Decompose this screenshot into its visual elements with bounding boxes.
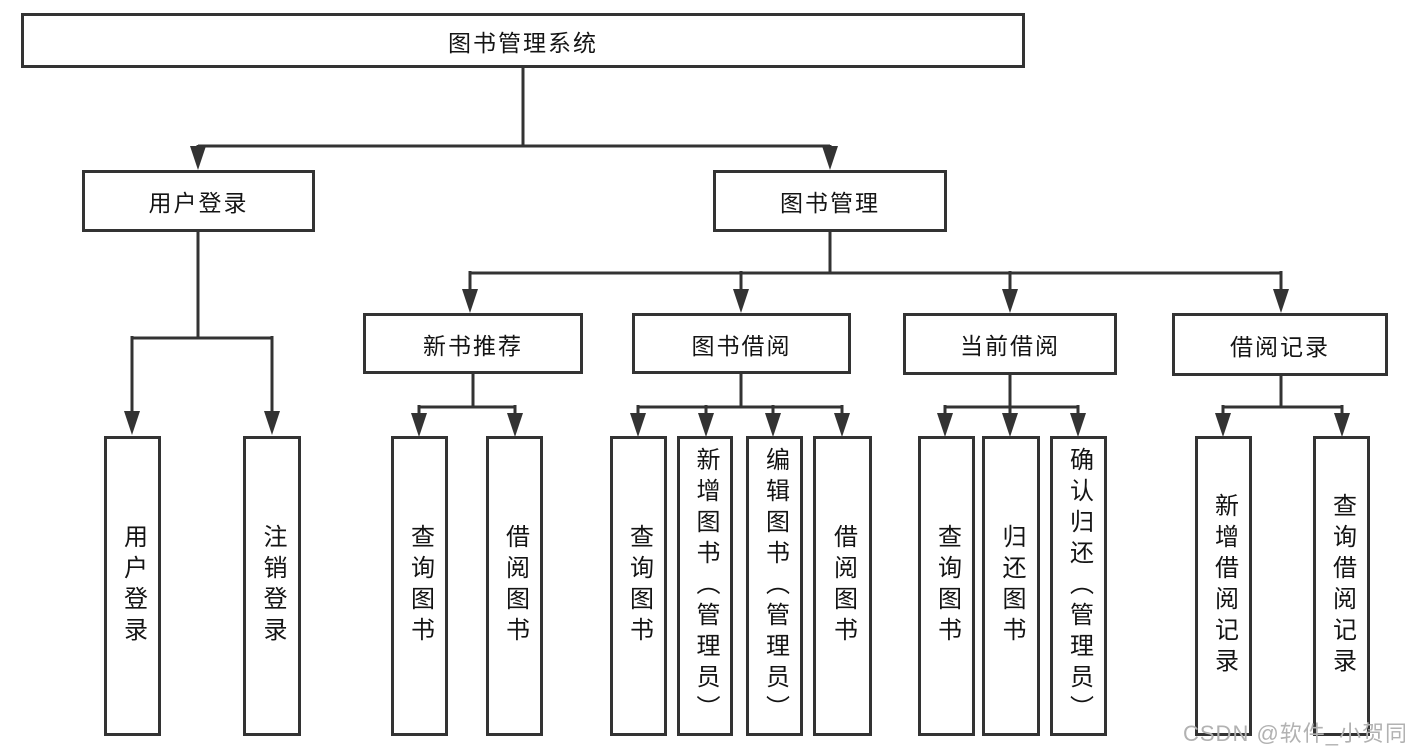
leaf-return-books: 归还图书	[982, 436, 1040, 736]
arrowhead-icon	[834, 413, 850, 437]
arrowhead-icon	[1273, 289, 1289, 313]
arrowhead-icon	[124, 411, 140, 435]
connector-root-to-level2	[196, 68, 832, 150]
leaf-edit-books-admin: 编辑图书（管理员）	[746, 436, 803, 736]
leaf-user-login-label: 用户登录	[119, 524, 147, 648]
leaf-query-books-borrowing: 查询图书	[610, 436, 667, 736]
arrowhead-icon	[822, 146, 838, 170]
node-borrowing-records: 借阅记录	[1172, 313, 1388, 376]
leaf-query-books-borrowing-label: 查询图书	[625, 524, 653, 648]
arrowhead-icon	[937, 413, 953, 437]
arrowhead-icon	[1002, 413, 1018, 437]
leaf-query-books-recommend: 查询图书	[391, 436, 448, 736]
arrowhead-icon	[1002, 289, 1018, 313]
leaf-borrow-books-recommend-label: 借阅图书	[501, 524, 529, 648]
connector-new-book-branch	[417, 374, 517, 417]
arrowhead-icon	[1070, 413, 1086, 437]
connector-book-management-branch	[468, 232, 1283, 293]
leaf-query-borrow-record: 查询借阅记录	[1313, 436, 1370, 736]
leaf-user-login: 用户登录	[104, 436, 161, 736]
node-book-management-label: 图书管理	[780, 190, 880, 216]
leaf-query-books-recommend-label: 查询图书	[406, 524, 434, 648]
leaf-borrow-books-recommend: 借阅图书	[486, 436, 543, 736]
leaf-borrow-books-borrowing-label: 借阅图书	[829, 524, 857, 648]
leaf-logout-label: 注销登录	[259, 524, 286, 648]
node-book-management: 图书管理	[713, 170, 947, 232]
node-library-system-label: 图书管理系统	[448, 29, 598, 56]
arrowhead-icon	[733, 289, 749, 313]
leaf-add-books-admin: 新增图书（管理员）	[677, 436, 733, 736]
node-new-book-recommend: 新书推荐	[363, 313, 583, 374]
leaf-query-borrow-record-label: 查询借阅记录	[1328, 493, 1356, 679]
leaf-add-borrow-record: 新增借阅记录	[1195, 436, 1252, 736]
node-user-login: 用户登录	[82, 170, 315, 232]
leaf-add-books-admin-label: 新增图书（管理员）	[692, 446, 719, 726]
node-new-book-recommend-label: 新书推荐	[423, 332, 523, 359]
arrowhead-icon	[411, 413, 427, 437]
node-book-borrowing-label: 图书借阅	[691, 332, 792, 359]
leaf-query-books-current: 查询图书	[918, 436, 975, 736]
node-library-system: 图书管理系统	[21, 13, 1025, 68]
arrowhead-icon	[630, 413, 646, 437]
node-current-borrowing-label: 当前借阅	[960, 333, 1060, 359]
leaf-confirm-return-admin: 确认归还（管理员）	[1050, 436, 1107, 736]
connector-user-login-branch	[130, 232, 274, 415]
connector-current-borrowing-branch	[943, 375, 1080, 417]
leaf-query-books-current-label: 查询图书	[933, 524, 961, 648]
connector-book-borrowing-branch	[636, 374, 844, 417]
csdn-watermark: CSDN @软件_小贺同学	[1183, 721, 1405, 746]
leaf-return-books-label: 归还图书	[998, 524, 1025, 648]
arrowhead-icon	[264, 411, 280, 435]
node-current-borrowing: 当前借阅	[903, 313, 1117, 375]
leaf-add-borrow-record-label: 新增借阅记录	[1210, 493, 1238, 679]
arrowhead-icon	[462, 289, 478, 313]
node-borrowing-records-label: 借阅记录	[1230, 333, 1330, 360]
leaf-borrow-books-borrowing: 借阅图书	[813, 436, 872, 736]
arrowhead-icon	[1215, 413, 1231, 437]
node-book-borrowing: 图书借阅	[632, 313, 851, 374]
arrowhead-icon	[698, 413, 714, 437]
connector-borrowing-records-branch	[1221, 376, 1344, 417]
node-user-login-label: 用户登录	[148, 190, 249, 216]
arrowhead-icon	[765, 413, 781, 437]
leaf-logout: 注销登录	[243, 436, 301, 736]
arrowhead-icon	[190, 146, 206, 170]
arrowhead-icon	[1334, 413, 1350, 437]
leaf-confirm-return-admin-label: 确认归还（管理员）	[1065, 446, 1093, 726]
leaf-edit-books-admin-label: 编辑图书（管理员）	[761, 446, 789, 726]
arrowhead-icon	[507, 413, 523, 437]
